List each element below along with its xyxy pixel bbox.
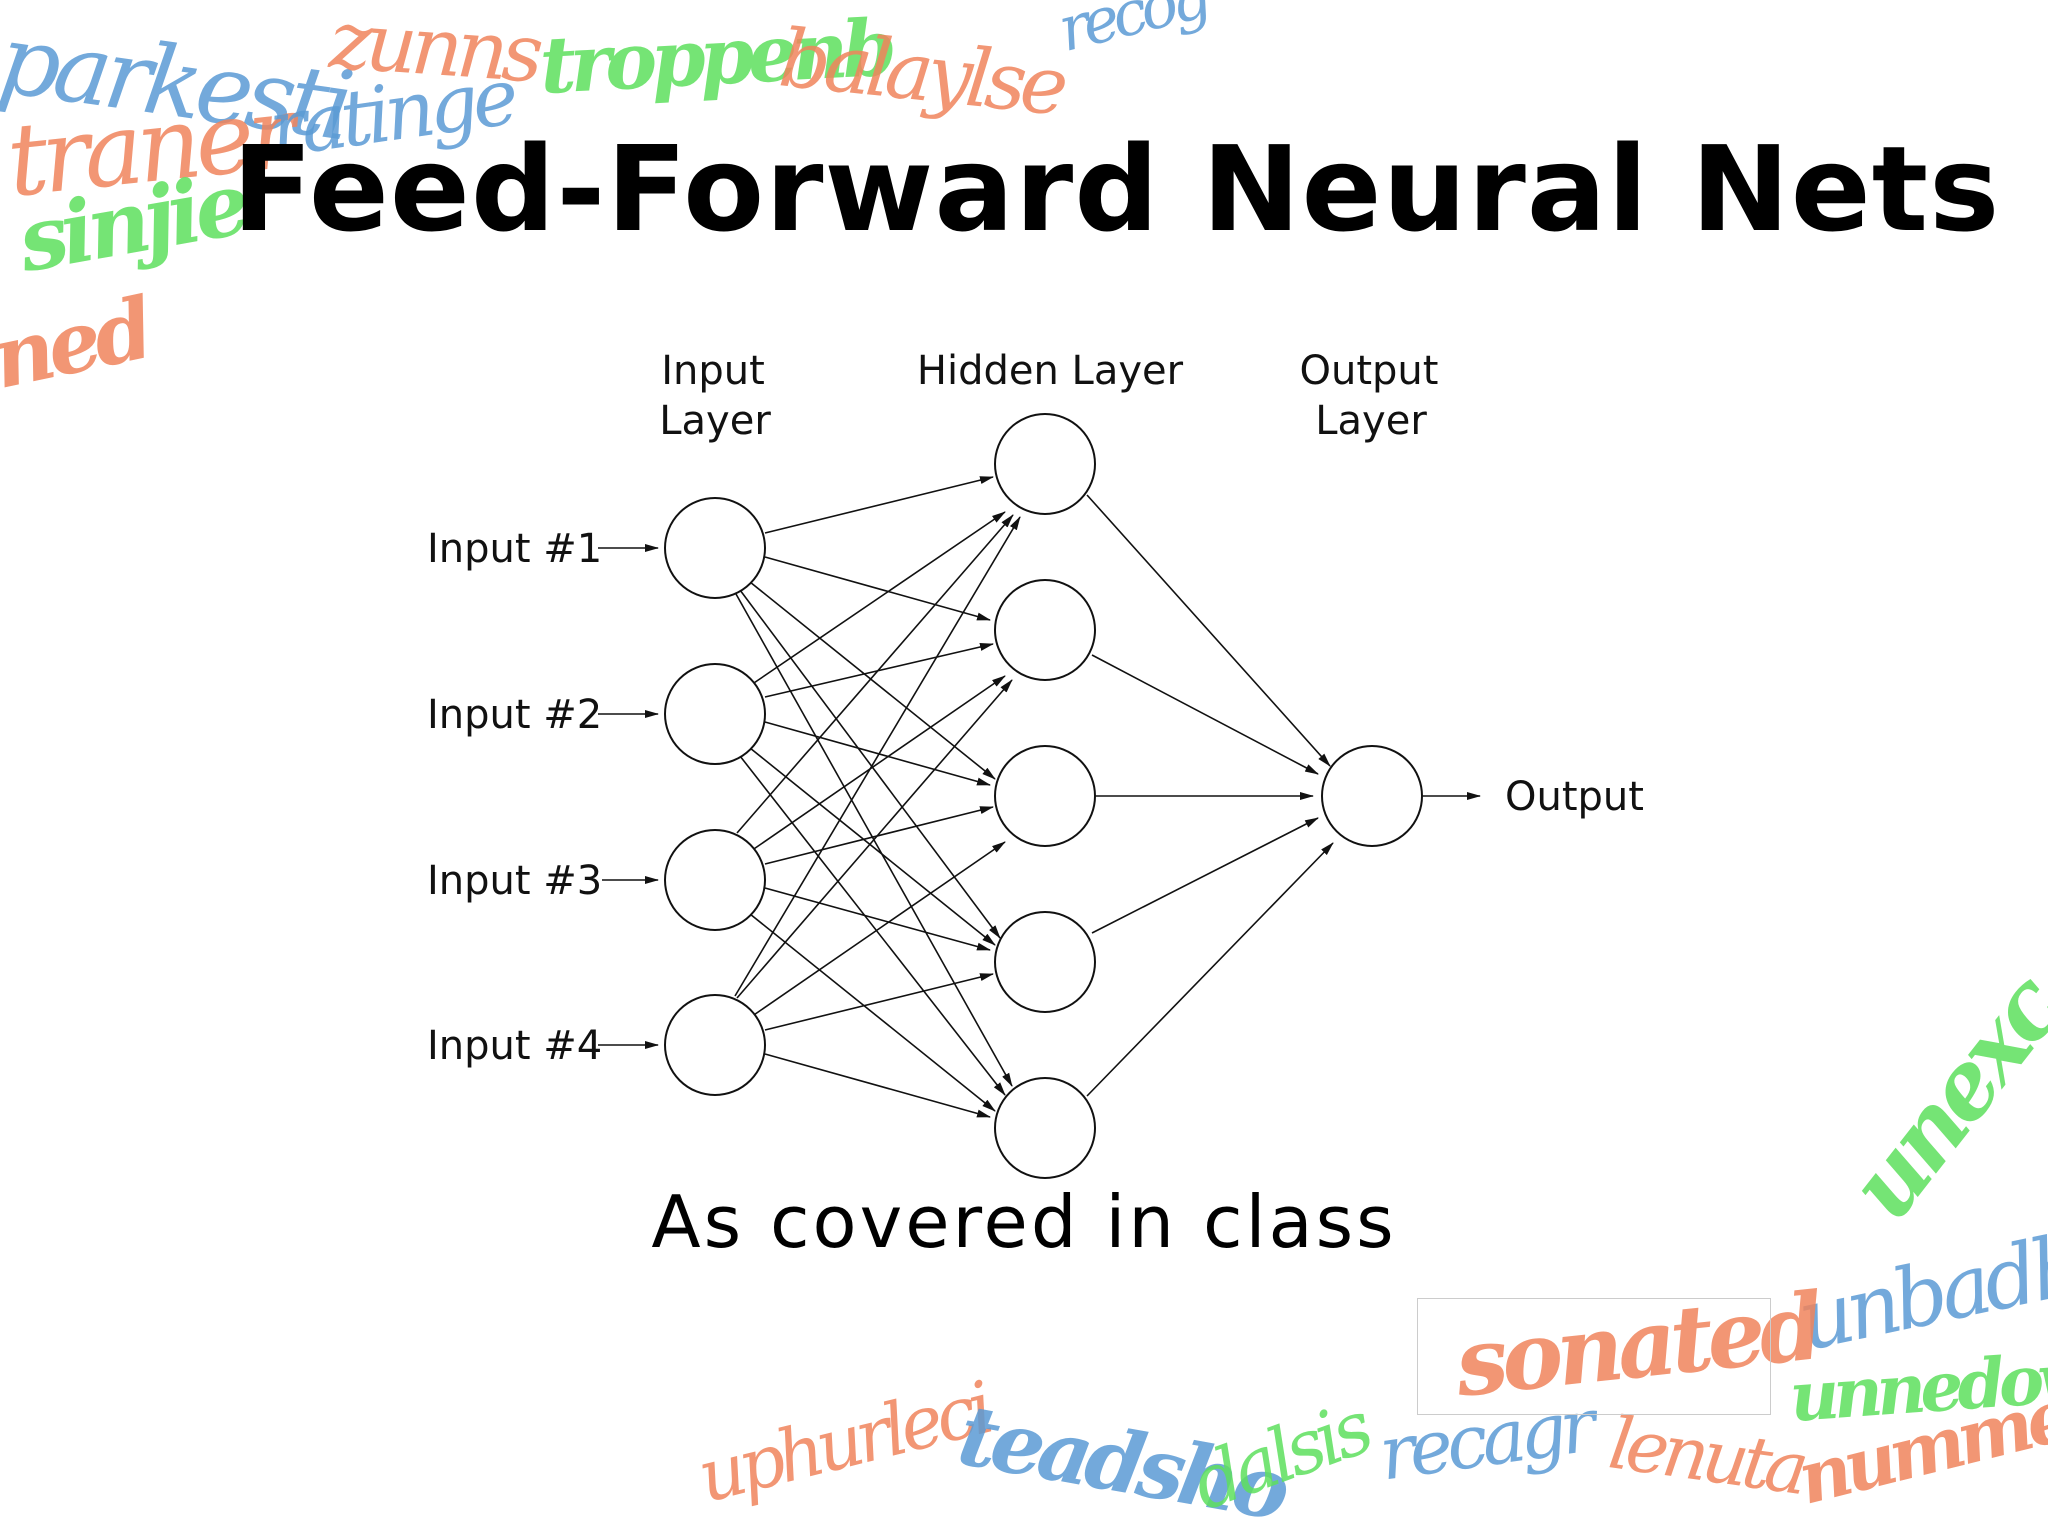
nodes <box>664 413 1423 1179</box>
slide-title: Feed-Forward Neural Nets <box>232 120 2001 258</box>
input-label-4: Input #4 <box>427 1023 602 1069</box>
edge-input3-hidden5 <box>749 913 996 1112</box>
edge-input4-hidden5 <box>764 1053 991 1118</box>
edge-input1-hidden4 <box>739 589 1001 939</box>
input-layer-label-line2: Layer <box>659 398 771 444</box>
edge-input2-hidden1 <box>747 511 1006 688</box>
output-label: Output <box>1505 774 1644 820</box>
hidden-layer-label: Hidden Layer <box>917 348 1184 394</box>
hidden-node-3 <box>994 745 1096 847</box>
edge-input3-hidden1 <box>736 514 1014 834</box>
edge-input3-hidden3 <box>764 806 994 865</box>
edge-input3-hidden4 <box>764 887 991 951</box>
edge-input1-hidden2 <box>764 556 991 621</box>
input-label-3: Input #3 <box>427 858 602 904</box>
hidden-node-4 <box>994 911 1096 1013</box>
edge-input4-hidden1 <box>734 516 1021 997</box>
edge-hidden5-output <box>1086 842 1334 1097</box>
edge-hidden2-output <box>1091 654 1319 775</box>
edge-input2-hidden3 <box>764 721 991 786</box>
diagram-labels: Input Layer Hidden Layer Output Layer In… <box>427 348 1644 1069</box>
edge-input2-hidden5 <box>739 755 1006 1096</box>
input-node-3 <box>664 829 766 931</box>
output-layer-label-line1: Output <box>1300 348 1439 394</box>
output-node <box>1321 745 1423 847</box>
edge-input4-hidden2 <box>736 679 1013 999</box>
input-label-1: Input #1 <box>427 526 602 572</box>
input-label-2: Input #2 <box>427 692 602 738</box>
hidden-node-1 <box>994 413 1096 515</box>
edge-input1-hidden1 <box>764 476 994 534</box>
edge-input4-hidden4 <box>764 973 994 1031</box>
input-layer-label-line1: Input <box>661 348 765 394</box>
edge-hidden1-output <box>1086 494 1331 767</box>
slide-caption: As covered in class <box>651 1180 1397 1264</box>
edge-input2-hidden4 <box>749 747 996 946</box>
input-node-4 <box>664 994 766 1096</box>
hidden-node-2 <box>994 579 1096 681</box>
input-node-1 <box>664 497 766 599</box>
captcha-frame <box>1417 1298 1771 1415</box>
connections <box>598 476 1481 1118</box>
edge-input3-hidden2 <box>747 675 1006 854</box>
edge-hidden4-output <box>1091 817 1319 934</box>
edge-input4-hidden3 <box>747 841 1006 1020</box>
input-node-2 <box>664 663 766 765</box>
output-layer-label-line2: Layer <box>1315 398 1427 444</box>
hidden-node-5 <box>994 1077 1096 1179</box>
